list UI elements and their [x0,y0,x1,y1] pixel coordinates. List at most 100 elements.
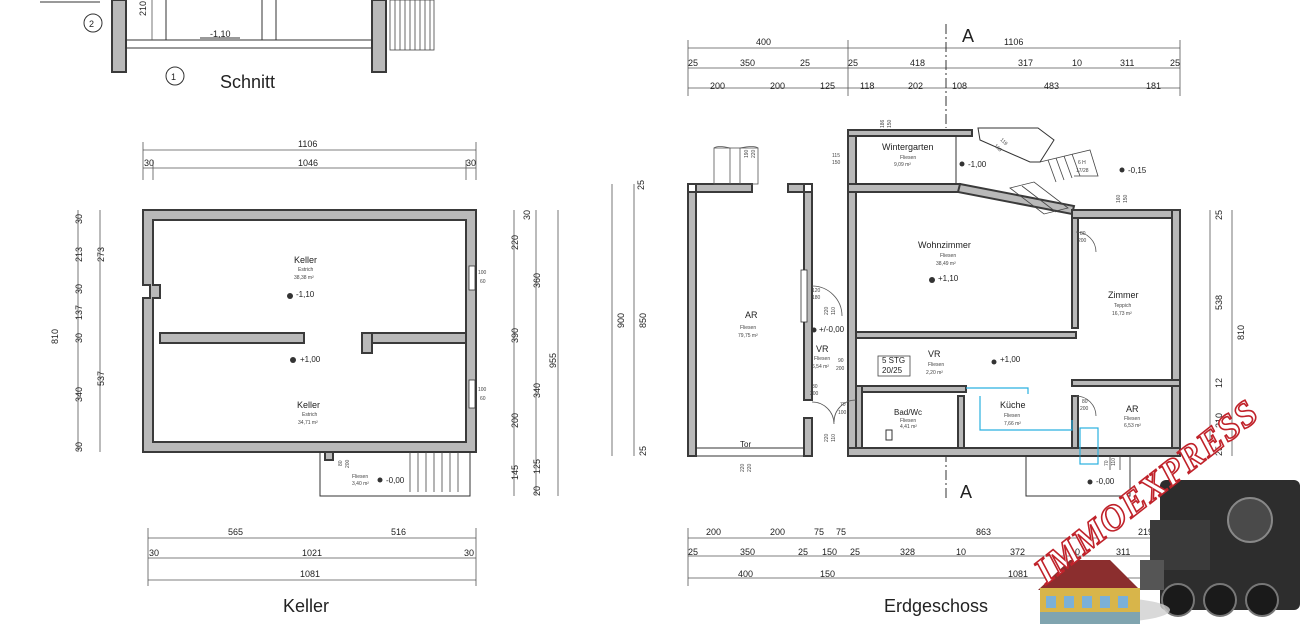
house-row-illustration [1038,560,1140,624]
eg-level-4: -0,00 [1096,477,1115,486]
schnitt-title: Schnitt [220,72,275,92]
eg-right-dim-4: 25 [1214,446,1224,456]
keller-dim-bottom-b1: 1021 [302,548,322,558]
eg-bottom3-0: 400 [738,569,753,579]
keller-left-dim-1: 213 [74,247,84,262]
eg-room-kueche-area: 7,66 m² [1004,421,1021,427]
keller-right-dim-a3: 200 [510,413,520,428]
eg-room-bad-name: Bad/Wc [894,408,922,417]
eg-room-ar-name: AR [745,310,758,320]
eg-room-kueche-floor: Fliesen [1004,413,1020,419]
eg-room-vr1-name: VR [816,344,829,354]
eg-room-kueche-name: Küche [1000,400,1026,410]
eg-room-zimmer-floor: Teppich [1114,303,1131,309]
eg-door-dim-31: 110 [1111,458,1117,466]
eg-door-dim-32: 220 [740,463,746,472]
eg-plan: 400 1106 25 350 25 25 418 317 10 311 25 … [611,24,1246,616]
eg-bottom2-8: 10 [1070,547,1080,557]
keller-room-2-floor: Estrich [302,412,318,418]
eg-room-vr2-area: 2,20 m² [926,370,943,376]
keller-dim-bottom-b2: 30 [464,548,474,558]
keller-left-dim-0: 30 [74,214,84,224]
eg-room-wintergarten-name: Wintergarten [882,142,934,152]
eg-bottom2-2: 25 [798,547,808,557]
keller-dim-bottom-total: 1081 [300,569,320,579]
eg-level-3: +1,00 [1000,355,1021,364]
eg-bottom1-4: 863 [976,527,991,537]
schnitt-section: 210 -1,10 2 1 Schnitt [40,0,435,92]
immoexpress-logo: IMMOEXPRESS [1025,391,1300,624]
eg-top2-6: 10 [1072,58,1082,68]
eg-door-dim-10: 80 [1080,231,1086,237]
keller-left-dim-2: 30 [74,284,84,294]
eg-bottom1-1: 200 [770,527,785,537]
eg-room-vr1-floor: Fliesen [814,356,830,362]
keller-right-edge-top: 30 [522,210,532,220]
eg-left-dim-3: 25 [638,446,648,456]
eg-top1-0: 400 [756,37,771,47]
eg-room-vr2-name: VR [928,349,941,359]
eg-top3-0: 200 [710,81,725,91]
keller-room-1-floor: Estrich [298,267,314,273]
eg-room-wohnzimmer-area: 38,49 m² [936,261,956,267]
eg-bottom2-9: 311 [1116,547,1130,557]
keller-left-dim-b1: 537 [96,371,106,386]
eg-door-dim-1: 220 [751,149,757,158]
eg-top3-4: 202 [908,81,923,91]
eg-door-dim-3: 150 [832,160,841,166]
keller-window-2-h: 60 [480,396,486,402]
eg-top2-7: 311 [1120,58,1134,68]
keller-room-1-name: Keller [294,255,317,265]
eg-door-dim-13: 150 [1123,194,1129,203]
eg-level-2: +/-0,00 [819,325,845,334]
eg-bottom1-3: 75 [836,527,846,537]
eg-level-1: -0,15 [1128,166,1147,175]
eg-right-dim-1: 538 [1214,295,1224,310]
eg-level-0: -1,00 [968,160,987,169]
eg-top2-3: 25 [848,58,858,68]
eg-bottom2-5: 328 [900,547,915,557]
keller-room-1-level: -1,10 [296,290,315,299]
keller-plan: 1106 30 1046 30 80 200 Fliesen 3,40 m² -… [50,139,559,616]
eg-bottom3-1: 150 [820,569,835,579]
eg-bottom1-2: 75 [814,527,824,537]
eg-top3-1: 200 [770,81,785,91]
keller-left-total: 810 [50,329,60,344]
eg-bottom2-7: 372 [1010,547,1025,557]
eg-door-dim-17: 180 [812,295,821,301]
eg-room-ar2-floor: Fliesen [1124,416,1140,422]
eg-top2-0: 25 [688,58,698,68]
keller-room-2-name: Keller [297,400,320,410]
eg-door-dim-27: 110 [831,434,837,442]
eg-door-dim-8: 119 [999,137,1009,147]
eg-room-vr2-floor: Fliesen [928,362,944,368]
keller-right-dim-b1: 125 [532,459,542,474]
keller-right-edge-bottom: 20 [532,486,542,496]
eg-door-dim-2: 115 [832,153,840,159]
eg-door-dim-12: 160 [1116,194,1122,203]
eg-left-dim-2: 850 [638,313,648,328]
eg-top2-5: 317 [1018,58,1033,68]
keller-room-2-level: +1,00 [300,355,321,364]
keller-entry-level: -0,00 [386,476,405,485]
eg-room-wohnzimmer-name: Wohnzimmer [918,240,971,250]
eg-door-dim-22: 80 [812,384,818,390]
eg-door-dim-25: 100 [838,410,847,416]
eg-room-wintergarten-area: 9,09 m² [894,162,911,168]
eg-top2-8: 25 [1170,58,1180,68]
eg-section-a-bottom: A [960,482,972,502]
keller-dim-top-left: 30 [144,158,154,168]
eg-section-a-top: A [962,26,974,46]
eg-stair-0: 6 H [1078,160,1086,166]
eg-bottom1-0: 200 [706,527,721,537]
eg-left-dim-0: 25 [636,180,646,190]
eg-bottom2-0: 25 [688,547,698,557]
eg-room-zimmer-name: Zimmer [1108,290,1139,300]
eg-top2-2: 25 [800,58,810,68]
keller-right-dim-a0: 220 [510,235,520,250]
keller-dim-top-mid: 1046 [298,158,318,168]
keller-window-1-w: 100 [478,270,487,276]
eg-door-dim-11: 200 [1078,238,1087,244]
eg-right-dim-0: 25 [1214,210,1224,220]
